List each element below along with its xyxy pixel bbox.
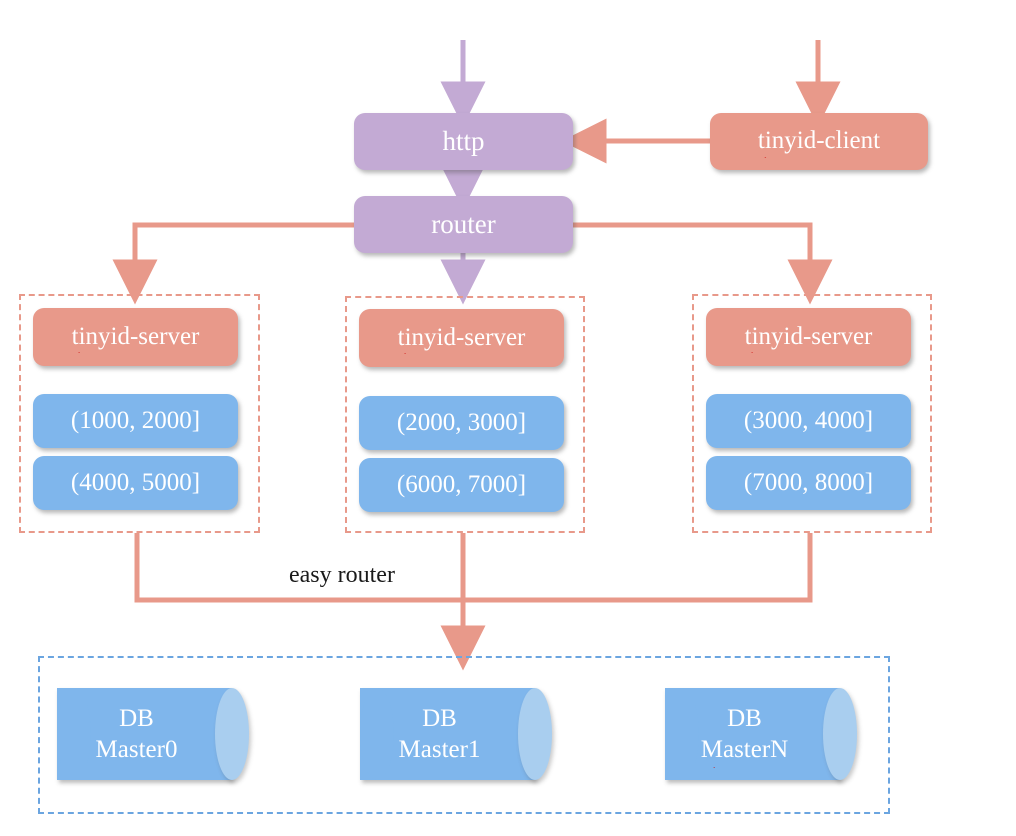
edge-router-to-server-group-3 xyxy=(573,222,833,305)
node-http-label: http xyxy=(442,126,485,157)
server-group-2-segment-1[interactable]: (2000, 3000] xyxy=(359,396,564,450)
db-master-n-left-cap xyxy=(665,688,699,780)
spellcheck-squiggle-icon: ˅ xyxy=(748,352,756,362)
db-master-n-line2: MasterN˅ xyxy=(700,736,789,777)
server-group-1-segment-1-label: (1000, 2000] xyxy=(70,406,201,434)
edge-servers-to-db-bus xyxy=(134,533,813,671)
edge-router-to-server-group-1 xyxy=(112,222,354,305)
db-master-0-text: DB Master0 xyxy=(57,688,232,780)
server-group-3-segment-1-label: (3000, 4000] xyxy=(743,406,874,434)
spellcheck-squiggle-icon: ˅ xyxy=(75,352,83,362)
server-group-2-segment-2[interactable]: (6000, 7000] xyxy=(359,458,564,512)
server-group-3-segment-1[interactable]: (3000, 4000] xyxy=(706,394,911,448)
server-group-2-segment-2-label: (6000, 7000] xyxy=(396,470,527,498)
server-group-2 xyxy=(345,296,585,533)
server-group-2-segment-1-label: (2000, 3000] xyxy=(396,408,527,436)
db-master-1-line2: Master1 xyxy=(398,736,481,763)
server-group-2-server-label: tinyid-server˅ xyxy=(397,323,526,363)
server-group-1-server-label: tinyid-server˅ xyxy=(71,322,200,362)
server-group-1-segment-1[interactable]: (1000, 2000] xyxy=(33,394,238,448)
server-group-3-server[interactable]: tinyid-server˅ xyxy=(706,308,911,366)
server-group-3 xyxy=(692,294,932,533)
server-group-3-segment-2-label: (7000, 8000] xyxy=(743,468,874,496)
db-master-0[interactable]: DB Master0 xyxy=(57,688,249,780)
node-router-label: router xyxy=(431,209,496,240)
server-group-1-segment-2-label: (4000, 5000] xyxy=(70,468,201,496)
db-master-n-line1: DB xyxy=(727,704,762,732)
db-master-n-text: DB MasterN˅ xyxy=(665,688,840,780)
db-master-1[interactable]: DB Master1 xyxy=(360,688,552,780)
db-master-0-line2: Master0 xyxy=(95,736,178,763)
server-group-1-segment-2[interactable]: (4000, 5000] xyxy=(33,456,238,510)
db-master-1-text: DB Master1 xyxy=(360,688,535,780)
node-http[interactable]: http xyxy=(354,113,573,170)
spellcheck-squiggle-icon: ˅ xyxy=(401,353,409,363)
db-master-1-right-cap xyxy=(518,688,552,780)
server-group-1 xyxy=(19,294,260,533)
server-group-3-server-label: tinyid-server˅ xyxy=(744,322,873,362)
node-router[interactable]: router xyxy=(354,196,573,253)
server-group-3-segment-2[interactable]: (7000, 8000] xyxy=(706,456,911,510)
spellcheck-squiggle-icon: ˅ xyxy=(710,767,718,777)
node-tinyid-client-label: tinyid-client˅ xyxy=(757,127,881,166)
server-group-1-server[interactable]: tinyid-server˅ xyxy=(33,308,238,366)
db-master-1-line1: DB xyxy=(422,704,457,732)
db-master-1-left-cap xyxy=(360,688,394,780)
easy-router-label: easy router xyxy=(283,562,401,589)
db-master-group xyxy=(38,656,890,814)
db-master-0-line1: DB xyxy=(119,704,154,732)
db-master-0-left-cap xyxy=(57,688,91,780)
db-master-n-right-cap xyxy=(823,688,857,780)
db-master-n[interactable]: DB MasterN˅ xyxy=(665,688,857,780)
db-master-0-right-cap xyxy=(215,688,249,780)
server-group-2-server[interactable]: tinyid-server˅ xyxy=(359,309,564,367)
spellcheck-squiggle-icon: ˅ xyxy=(761,156,770,166)
node-tinyid-client[interactable]: tinyid-client˅ xyxy=(710,113,928,170)
